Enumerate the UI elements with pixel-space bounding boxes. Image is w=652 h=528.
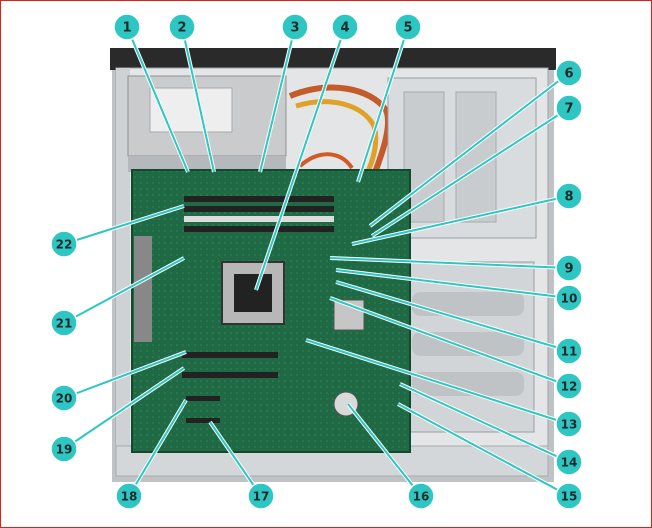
- leader-line-2: [181, 26, 215, 173]
- callout-badge-5: [394, 13, 422, 41]
- callout-badge-19: [50, 435, 78, 463]
- cpu-socket-lid: [234, 274, 272, 312]
- leader-line-11: [335, 281, 570, 352]
- leader-line-10: [335, 269, 570, 299]
- callout-number-9: 9: [564, 262, 573, 277]
- callout-badge-10: [555, 284, 583, 312]
- callout-number-13: 13: [561, 418, 578, 432]
- callout-badge-2: [168, 13, 196, 41]
- callout-number-7: 7: [564, 102, 573, 117]
- leader-line-14: [399, 383, 570, 463]
- callout-number-2: 2: [177, 21, 186, 36]
- callout-number-18: 18: [121, 490, 138, 504]
- callout-badge-12: [555, 372, 583, 400]
- callout-number-1: 1: [122, 21, 131, 36]
- callout-badge-15: [555, 482, 583, 510]
- lower-drive-slot-1: [412, 292, 524, 316]
- callout-badge-8: [555, 182, 583, 210]
- pcie-slot-4: [186, 418, 220, 423]
- callout-number-5: 5: [403, 21, 412, 36]
- leader-line-3: [259, 26, 296, 173]
- callout-number-15: 15: [561, 490, 578, 504]
- callout-badge-22: [50, 230, 78, 258]
- leader-line-4: [255, 26, 346, 291]
- leader-line-13: [305, 339, 570, 425]
- leader-line-9: [329, 257, 570, 269]
- leader-line-12: [329, 297, 570, 387]
- leader-line-5: [357, 26, 409, 183]
- callout-badge-20: [50, 384, 78, 412]
- callout-badge-21: [50, 309, 78, 337]
- leader-line-15: [397, 403, 570, 497]
- leader-line-8: [351, 195, 570, 245]
- callout-badge-16: [407, 482, 435, 510]
- callout-number-14: 14: [561, 456, 578, 470]
- callout-badge-1: [113, 13, 141, 41]
- callout-number-8: 8: [564, 190, 573, 205]
- callout-number-6: 6: [564, 67, 573, 82]
- leader-line-17: [209, 421, 262, 497]
- callout-badge-13: [555, 410, 583, 438]
- callout-number-17: 17: [253, 490, 270, 504]
- leader-line-21: [63, 257, 185, 324]
- lower-drive-slot-3: [412, 372, 524, 396]
- pcie-slot-2: [182, 372, 278, 378]
- callout-badge-18: [115, 482, 143, 510]
- pcie-slot-1: [182, 352, 278, 358]
- callout-number-3: 3: [290, 21, 299, 36]
- callout-number-21: 21: [56, 317, 73, 331]
- leader-line-1: [126, 26, 189, 173]
- cable-bundle-3: [298, 152, 354, 170]
- callout-badge-9: [555, 254, 583, 282]
- callout-badge-17: [247, 482, 275, 510]
- callout-number-20: 20: [56, 392, 73, 406]
- leader-line-22: [63, 205, 185, 245]
- callout-badge-6: [555, 59, 583, 87]
- leader-line-16: [347, 403, 422, 497]
- callout-number-16: 16: [413, 490, 430, 504]
- callout-badge-3: [281, 13, 309, 41]
- callout-badge-4: [331, 13, 359, 41]
- callout-badge-7: [555, 94, 583, 122]
- dimm-slot-4: [184, 226, 334, 232]
- callout-leader-lines: [62, 26, 571, 498]
- dimm-slot-1: [184, 196, 334, 202]
- io-ports: [134, 236, 152, 342]
- callout-number-10: 10: [561, 292, 578, 306]
- callout-number-12: 12: [561, 380, 578, 394]
- leader-line-18: [128, 399, 187, 497]
- leader-line-20: [63, 351, 187, 399]
- callout-badge-11: [555, 337, 583, 365]
- leader-line-19: [63, 367, 185, 450]
- callout-number-4: 4: [340, 21, 349, 36]
- callout-number-19: 19: [56, 443, 73, 457]
- callout-badge-14: [555, 448, 583, 476]
- dimm-slot-3: [184, 216, 334, 222]
- leader-line-6: [369, 72, 570, 227]
- callout-number-22: 22: [56, 238, 73, 252]
- leader-line-7: [371, 107, 570, 237]
- callout-number-11: 11: [561, 345, 578, 359]
- dimm-slot-2: [184, 206, 334, 212]
- psu-bottom: [128, 156, 286, 172]
- pcie-slot-3: [186, 396, 220, 401]
